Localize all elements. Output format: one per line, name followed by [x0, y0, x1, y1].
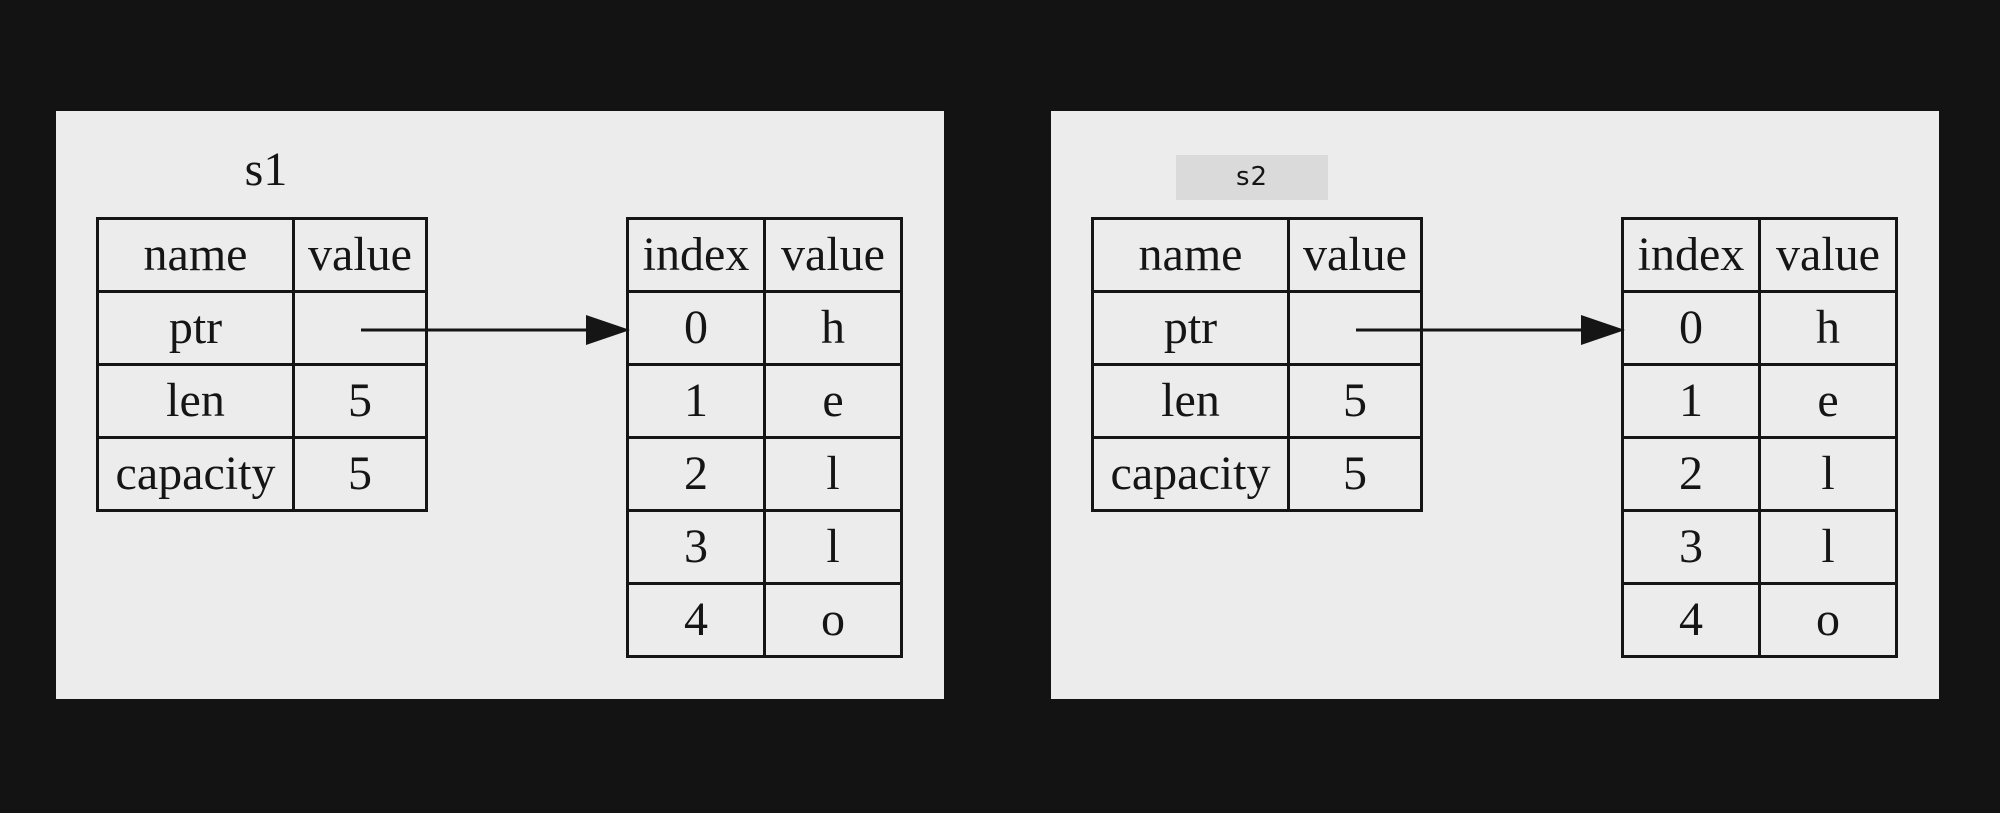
header-cell: value: [1287, 217, 1423, 293]
table-cell: l: [763, 509, 903, 585]
header-cell: name: [1091, 217, 1290, 293]
table-cell: 2: [626, 436, 766, 512]
table-row: 0 h: [626, 290, 903, 366]
table-cell: 3: [1621, 509, 1761, 585]
table-cell: 5: [1287, 363, 1423, 439]
header-cell: name: [96, 217, 295, 293]
header-cell: index: [626, 217, 766, 293]
table-cell: 5: [1287, 436, 1423, 512]
table-cell: 1: [626, 363, 766, 439]
table-header-row: index value: [626, 217, 903, 293]
table-cell: e: [1758, 363, 1898, 439]
table-cell: l: [1758, 436, 1898, 512]
diagram-panel-s2: s2 name value ptr len 5 capacity 5 index…: [1051, 111, 1939, 699]
stack-table: name value ptr len 5 capacity 5: [1091, 217, 1423, 512]
table-row: 4 o: [626, 582, 903, 658]
header-cell: value: [763, 217, 903, 293]
table-cell: len: [1091, 363, 1290, 439]
table-row: len 5: [96, 363, 428, 439]
table-cell: 4: [626, 582, 766, 658]
table-cell: e: [763, 363, 903, 439]
table-row: 2 l: [1621, 436, 1898, 512]
heap-table: index value 0 h 1 e 2 l 3 l 4 o: [626, 217, 903, 658]
table-row: 2 l: [626, 436, 903, 512]
table-cell: h: [1758, 290, 1898, 366]
diagram-panel-s1: s1 name value ptr len 5 capacity 5 index…: [56, 111, 944, 699]
table-cell: l: [1758, 509, 1898, 585]
table-cell: [292, 290, 428, 366]
table-cell: 0: [1621, 290, 1761, 366]
table-header-row: name value: [1091, 217, 1423, 293]
table-cell: ptr: [96, 290, 295, 366]
table-row: ptr: [96, 290, 428, 366]
table-cell: l: [763, 436, 903, 512]
table-row: 1 e: [1621, 363, 1898, 439]
table-cell: 5: [292, 436, 428, 512]
table-row: 1 e: [626, 363, 903, 439]
table-row: 3 l: [626, 509, 903, 585]
table-cell: 0: [626, 290, 766, 366]
table-row: 4 o: [1621, 582, 1898, 658]
pointer-arrowhead: [1581, 315, 1625, 345]
table-cell: o: [1758, 582, 1898, 658]
variable-label: s1: [244, 143, 288, 196]
table-cell: capacity: [96, 436, 295, 512]
header-cell: value: [292, 217, 428, 293]
table-row: len 5: [1091, 363, 1423, 439]
table-cell: 2: [1621, 436, 1761, 512]
pointer-arrowhead: [586, 315, 630, 345]
table-cell: h: [763, 290, 903, 366]
table-row: 3 l: [1621, 509, 1898, 585]
header-cell: value: [1758, 217, 1898, 293]
header-cell: index: [1621, 217, 1761, 293]
table-row: capacity 5: [1091, 436, 1423, 512]
table-cell: 5: [292, 363, 428, 439]
table-cell: 1: [1621, 363, 1761, 439]
table-row: ptr: [1091, 290, 1423, 366]
table-row: 0 h: [1621, 290, 1898, 366]
table-row: capacity 5: [96, 436, 428, 512]
table-cell: capacity: [1091, 436, 1290, 512]
stack-table: name value ptr len 5 capacity 5: [96, 217, 428, 512]
table-cell: len: [96, 363, 295, 439]
table-cell: [1287, 290, 1423, 366]
table-cell: 4: [1621, 582, 1761, 658]
table-header-row: name value: [96, 217, 428, 293]
variable-label: s2: [1176, 155, 1328, 200]
table-cell: o: [763, 582, 903, 658]
table-cell: 3: [626, 509, 766, 585]
table-cell: ptr: [1091, 290, 1290, 366]
heap-table: index value 0 h 1 e 2 l 3 l 4 o: [1621, 217, 1898, 658]
table-header-row: index value: [1621, 217, 1898, 293]
